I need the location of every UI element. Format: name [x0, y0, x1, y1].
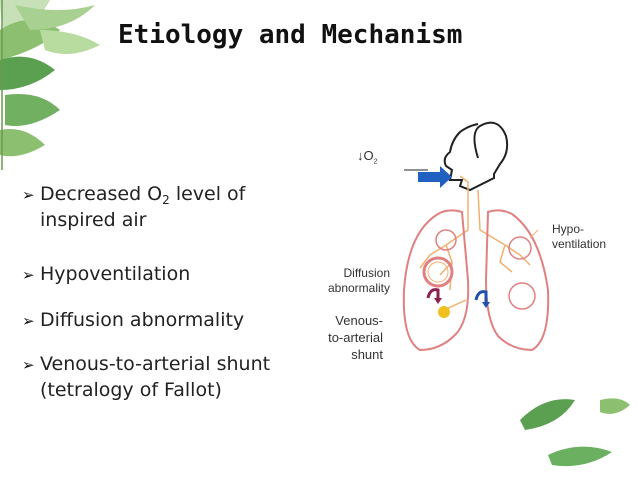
top-left-leaves-icon: [0, 0, 100, 170]
venous-shunt-arrow-icon: [426, 288, 440, 300]
label-line: shunt: [351, 347, 383, 362]
arterial-arrowhead-icon: [482, 302, 490, 308]
alveolus-icon: [435, 229, 457, 251]
head-profile-icon: [443, 121, 509, 192]
label-line: to-arterial: [328, 330, 383, 345]
label-line: Hypo-: [552, 222, 585, 236]
slide-title: Etiology and Mechanism: [118, 20, 463, 50]
bottom-right-leaves-icon: [520, 398, 630, 467]
bullet-text: level of: [169, 183, 246, 205]
hypoventilation-label: Hypo- ventilation: [552, 222, 606, 252]
shunt-node-icon: [438, 306, 450, 318]
airflow-arrow-icon: [418, 166, 452, 188]
left-lung-icon: [402, 209, 470, 352]
bullet-diffusion: ➢ Diffusion abnormality: [22, 308, 244, 334]
bullet-arrow-icon: ➢: [22, 356, 35, 374]
bullet-continuation: inspired air: [40, 209, 147, 231]
label-line: Venous-: [335, 313, 383, 328]
thickened-alveolus-icon: [422, 256, 454, 288]
label-line: ventilation: [552, 237, 607, 251]
trachea-icon: [419, 175, 531, 291]
o2-subscript: 2: [373, 158, 378, 166]
alveolus-icon: [508, 282, 536, 310]
bullet-continuation: (tetralogy of Fallot): [40, 379, 222, 401]
o2-text: O: [363, 148, 374, 163]
bullet-arrow-icon: ➢: [22, 266, 35, 284]
bullet-shunt: ➢ Venous-to-arterial shunt (tetralogy of …: [22, 352, 270, 403]
o2-label: ↓O2: [357, 148, 378, 166]
label-line: Diffusion: [343, 266, 390, 280]
bullet-subscript: 2: [162, 193, 170, 207]
bullet-text: Decreased O: [40, 183, 163, 205]
shunt-label: Venous- to-arterial shunt: [328, 312, 383, 363]
arterial-shunt-arrow-icon: [474, 290, 488, 304]
hypo-leader-line: [529, 229, 539, 239]
alveolus-inner-icon: [427, 261, 449, 283]
bullet-arrow-icon: ➢: [22, 186, 35, 204]
bullet-text: Venous-to-arterial shunt: [40, 353, 271, 375]
label-line: abnormality: [327, 281, 390, 295]
down-arrow-icon: ↓: [357, 148, 364, 163]
bullet-text: Diffusion abnormality: [40, 309, 245, 331]
bullet-decreased-o2: ➢ Decreased O2 level of inspired air: [22, 182, 245, 233]
diffusion-label: Diffusion abnormality: [328, 266, 390, 296]
bullet-arrow-icon: ➢: [22, 312, 35, 330]
right-lung-icon: [484, 209, 550, 352]
bullet-text: Hypoventilation: [40, 263, 191, 285]
venous-arrowhead-icon: [434, 298, 442, 304]
alveolus-icon: [508, 236, 532, 260]
bullet-hypoventilation: ➢ Hypoventilation: [22, 262, 190, 288]
